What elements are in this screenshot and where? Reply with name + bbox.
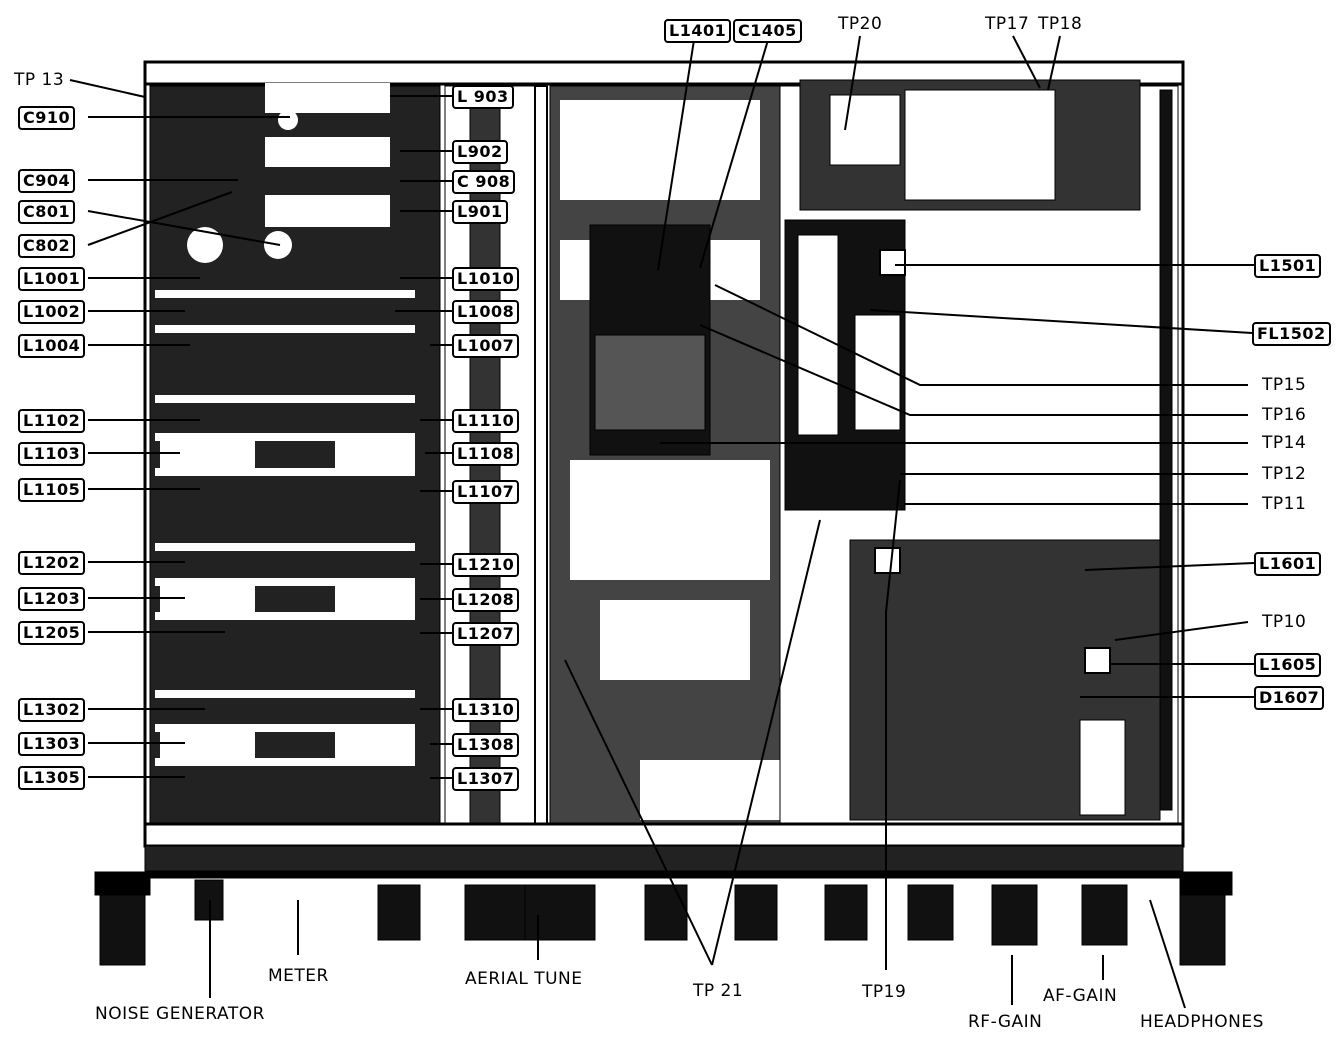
label-l1501: L1501 <box>1254 254 1322 278</box>
label-tp14: TP14 <box>1262 433 1307 453</box>
label-l1004: L1004 <box>18 334 86 358</box>
label-headphones: HEADPHONES <box>1140 1012 1264 1032</box>
label-l1007: L1007 <box>452 334 520 358</box>
label-l1210: L1210 <box>452 553 520 577</box>
label-fl1502: FL1502 <box>1252 322 1331 346</box>
label-l1203: L1203 <box>18 587 86 611</box>
label-l1002: L1002 <box>18 300 86 324</box>
label-af-gain: AF-GAIN <box>1043 986 1118 1006</box>
chassis-body <box>94 60 1233 966</box>
label-l1605: L1605 <box>1254 653 1322 677</box>
label-l1008: L1008 <box>452 300 520 324</box>
label-l902: L902 <box>452 140 508 164</box>
leader-lines <box>69 35 1255 1009</box>
label-l1303: L1303 <box>18 732 86 756</box>
label-l903: L 903 <box>452 85 514 109</box>
label-tp13: TP 13 <box>14 70 65 90</box>
label-c904: C904 <box>18 169 76 193</box>
label-l1105: L1105 <box>18 478 86 502</box>
label-tp16: TP16 <box>1262 405 1307 425</box>
label-l1601: L1601 <box>1254 552 1322 576</box>
label-l1103: L1103 <box>18 442 86 466</box>
label-c802: C802 <box>18 234 76 258</box>
label-tp11: TP11 <box>1262 494 1307 514</box>
label-tp21: TP 21 <box>693 981 744 1001</box>
label-c1405: C1405 <box>733 19 802 43</box>
label-noise-generator: NOISE GENERATOR <box>95 1004 265 1024</box>
label-l1108: L1108 <box>452 442 520 466</box>
label-rf-gain: RF-GAIN <box>968 1012 1043 1032</box>
label-l1308: L1308 <box>452 733 520 757</box>
label-l1207: L1207 <box>452 622 520 646</box>
label-l1305: L1305 <box>18 766 86 790</box>
label-l1302: L1302 <box>18 698 86 722</box>
label-l1110: L1110 <box>452 409 520 433</box>
label-l1001: L1001 <box>18 267 86 291</box>
label-tp20: TP20 <box>838 14 883 34</box>
label-meter: METER <box>268 966 329 986</box>
label-l1310: L1310 <box>452 698 520 722</box>
label-l1010: L1010 <box>452 267 520 291</box>
label-tp17: TP17 <box>985 14 1030 34</box>
label-l1307: L1307 <box>452 767 520 791</box>
label-aerial-tune: AERIAL TUNE <box>465 969 583 989</box>
label-l901: L901 <box>452 200 508 224</box>
label-l1102: L1102 <box>18 409 86 433</box>
label-tp12: TP12 <box>1262 464 1307 484</box>
label-tp19: TP19 <box>862 982 907 1002</box>
label-l1401: L1401 <box>664 19 732 43</box>
label-tp15: TP15 <box>1262 375 1307 395</box>
label-l1208: L1208 <box>452 588 520 612</box>
label-l1107: L1107 <box>452 480 520 504</box>
label-d1607: D1607 <box>1254 686 1325 710</box>
label-tp10: TP10 <box>1262 612 1307 632</box>
label-tp18: TP18 <box>1038 14 1083 34</box>
label-l1205: L1205 <box>18 621 86 645</box>
label-c801: C801 <box>18 200 76 224</box>
label-c910: C910 <box>18 106 76 130</box>
label-c908: C 908 <box>452 170 516 194</box>
label-l1202: L1202 <box>18 551 86 575</box>
